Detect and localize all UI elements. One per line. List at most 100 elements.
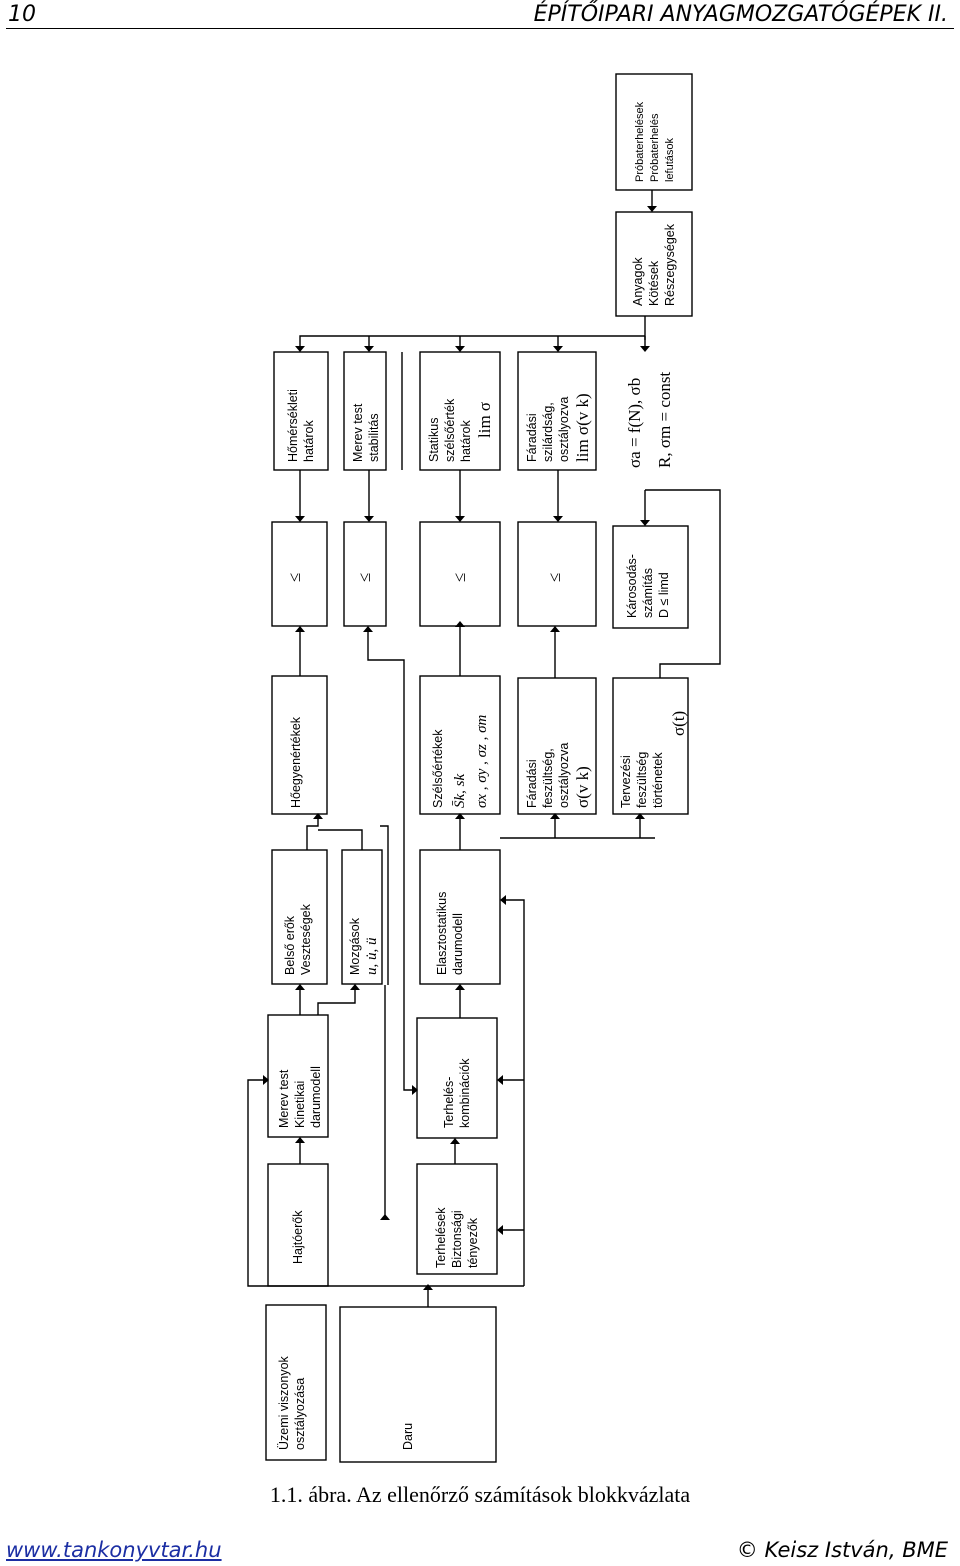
label-probaterhelesek: Próbaterhelések Próbaterhelés lefutások: [634, 101, 676, 182]
block-diagram: Üzemi viszonyok osztályozása Daru Hajtóe…: [247, 73, 721, 1463]
box-le-1: [271, 521, 328, 627]
label-anyagok-line3: Részegységek: [663, 223, 677, 306]
label-mozgasok-text: Mozgások: [348, 917, 362, 975]
label-terhelesek: Terhelések Biztonsági tényezők: [434, 1207, 480, 1268]
label-terheleskomb-line1: Terhelés-: [442, 1077, 456, 1128]
label-merev-test-stab: Merev test stabilitás: [351, 403, 381, 462]
box-karosodas-szamitas: [612, 525, 689, 629]
label-karosodas: Károsodás- számítás D ≤ limd: [625, 554, 671, 618]
label-karosodas-line1: Károsodás-: [625, 554, 639, 618]
label-tervezesi-line1: Tervezési: [619, 755, 633, 808]
label-hoegyenertekek: Hőegyenértékek: [289, 716, 303, 808]
label-terheleskomb-line2: kombinációk: [458, 1058, 472, 1128]
le-symbol-1-text: ≤: [285, 573, 304, 582]
label-anyagok-line2: Kötések: [647, 260, 661, 306]
arrow-up-kinetikai: [295, 1137, 305, 1143]
running-title: ÉPÍTŐIPARI ANYAGMOZGATÓGÉPEK II.: [533, 2, 948, 27]
connector-tervezesi-karosodas: [645, 489, 721, 678]
box-tervezesi-feszultseg: [612, 677, 689, 815]
label-statikus: Statikus szélsőérték határok lim σ: [427, 398, 494, 462]
box-merev-test-stabilitas: [343, 351, 387, 471]
label-sigma-a: σa = f(N), σb R, σm = const: [625, 372, 674, 468]
label-mozgasok-math: u, u̇, ü: [364, 938, 380, 976]
label-anyagok: Anyagok Kötések Részegységek: [631, 223, 677, 306]
label-statikus-line1: Statikus: [427, 418, 441, 462]
connector-kinetikai-mozgasok: [317, 989, 356, 1015]
le-symbol-2-text: ≤: [355, 573, 374, 582]
label-uzemi-line1: Üzemi viszonyok: [277, 1355, 291, 1450]
arrow-up-terhelesek: [423, 1284, 433, 1290]
label-szelso-math2: σx , σy , σz , σm: [474, 715, 490, 808]
label-faradasi-feszultseg: Fáradási feszültség, osztályozva σ(v k): [525, 743, 592, 808]
label-sigma-a-math: σa = f(N), σb: [625, 378, 644, 468]
le-symbol-4-text: ≤: [545, 573, 564, 582]
arrow-up-faradasi: [550, 813, 560, 819]
label-sigma-m-math: R, σm = const: [655, 372, 674, 468]
arrow-up-kombinaciok: [450, 1138, 460, 1144]
le-symbol-1: ≤: [285, 573, 304, 582]
label-szelso-text: Szélsőértékek: [431, 729, 445, 808]
box-faradasi-szilardsag: [517, 351, 597, 471]
header-rule: [6, 28, 954, 29]
arrow-up-elaszto: [455, 984, 465, 990]
label-daru: Daru: [401, 1423, 415, 1450]
box-le-3: [419, 521, 501, 627]
label-tervezesi: Tervezési feszültség történetek σ(t): [619, 711, 688, 808]
footer-link[interactable]: www.tankonyvtar.hu: [6, 1538, 222, 1562]
label-kinetikai-line2: Kinetikai: [293, 1081, 307, 1128]
arrow-down-statikus: [455, 346, 465, 352]
arrow-left-kombinaciok: [497, 1075, 503, 1085]
label-kinetikai-line1: Merev test: [277, 1069, 291, 1128]
le-symbol-3-text: ≤: [450, 573, 469, 582]
label-uzemi: Üzemi viszonyok osztályozása: [277, 1355, 307, 1450]
label-tervezesi-line2: feszültség: [635, 752, 649, 808]
box-probaterhelesek: [615, 73, 693, 191]
label-fesz-line3: osztályozva: [557, 743, 571, 808]
label-anyagok-line1: Anyagok: [631, 257, 645, 306]
label-homers-line1: Hőmérsékleti: [286, 389, 300, 462]
arrow-up-hoegyen: [313, 813, 323, 819]
label-statikus-line3: határok: [459, 420, 473, 462]
connector-belso-hoegyen: [306, 818, 319, 850]
box-faradasi-feszultseg: [517, 677, 597, 815]
label-stab-line1: Merev test: [351, 403, 365, 462]
arrow-up-le2: [363, 626, 373, 632]
box-merev-test-kinetikai: [267, 1014, 329, 1138]
label-proba-line2: Próbaterhelés: [649, 113, 661, 182]
box-anyagok: [615, 211, 693, 317]
arrowheads: [263, 206, 657, 1290]
label-karosodas-line2: számítás: [641, 568, 655, 618]
le-symbol-3: ≤: [450, 573, 469, 582]
connector-mozgasok-hoegyen: [318, 829, 363, 850]
arrow-left-terhelesek: [497, 1225, 503, 1235]
page-number: 10: [8, 2, 36, 27]
label-fesz-line1: Fáradási: [525, 759, 539, 808]
label-terheleskomb: Terhelés- kombinációk: [442, 1058, 472, 1128]
box-homersekleti-hatarok: [273, 351, 329, 471]
label-uzemi-line2: osztályozása: [293, 1378, 307, 1450]
label-mozgasok: Mozgások u, u̇, ü: [348, 917, 380, 975]
box-belso-erok: [271, 849, 328, 985]
label-szil-math: lim σ(v k): [573, 393, 592, 462]
box-terheles-kombinaciok: [416, 1017, 498, 1139]
label-terhelesek-line2: Biztonsági: [450, 1210, 464, 1268]
label-szil-line3: osztályozva: [557, 397, 571, 462]
label-homers-line2: határok: [302, 420, 316, 462]
label-fesz-math: σ(v k): [573, 766, 592, 808]
label-hoegyen-text: Hőegyenértékek: [289, 716, 303, 808]
label-hajtoerok-text: Hajtóerők: [291, 1210, 305, 1264]
arrow-up-mozgasok: [350, 984, 360, 990]
arrow-up-le3: [455, 621, 465, 627]
arrow-up-tervezesi: [635, 813, 645, 819]
le-symbol-4: ≤: [545, 573, 564, 582]
arrow-down-le2: [364, 516, 374, 522]
box-hoegyenertekek: [271, 675, 328, 815]
label-kinetikai-line3: darumodell: [309, 1066, 323, 1128]
arrow-down-sigma: [640, 346, 650, 352]
box-hajtoerok: [267, 1163, 329, 1287]
box-le-4: [517, 521, 597, 627]
arrow-down-stab: [364, 346, 374, 352]
box-mozgasok: [341, 849, 383, 985]
arrow-down-karosodas: [640, 520, 650, 526]
arrow-down-homers: [295, 346, 305, 352]
